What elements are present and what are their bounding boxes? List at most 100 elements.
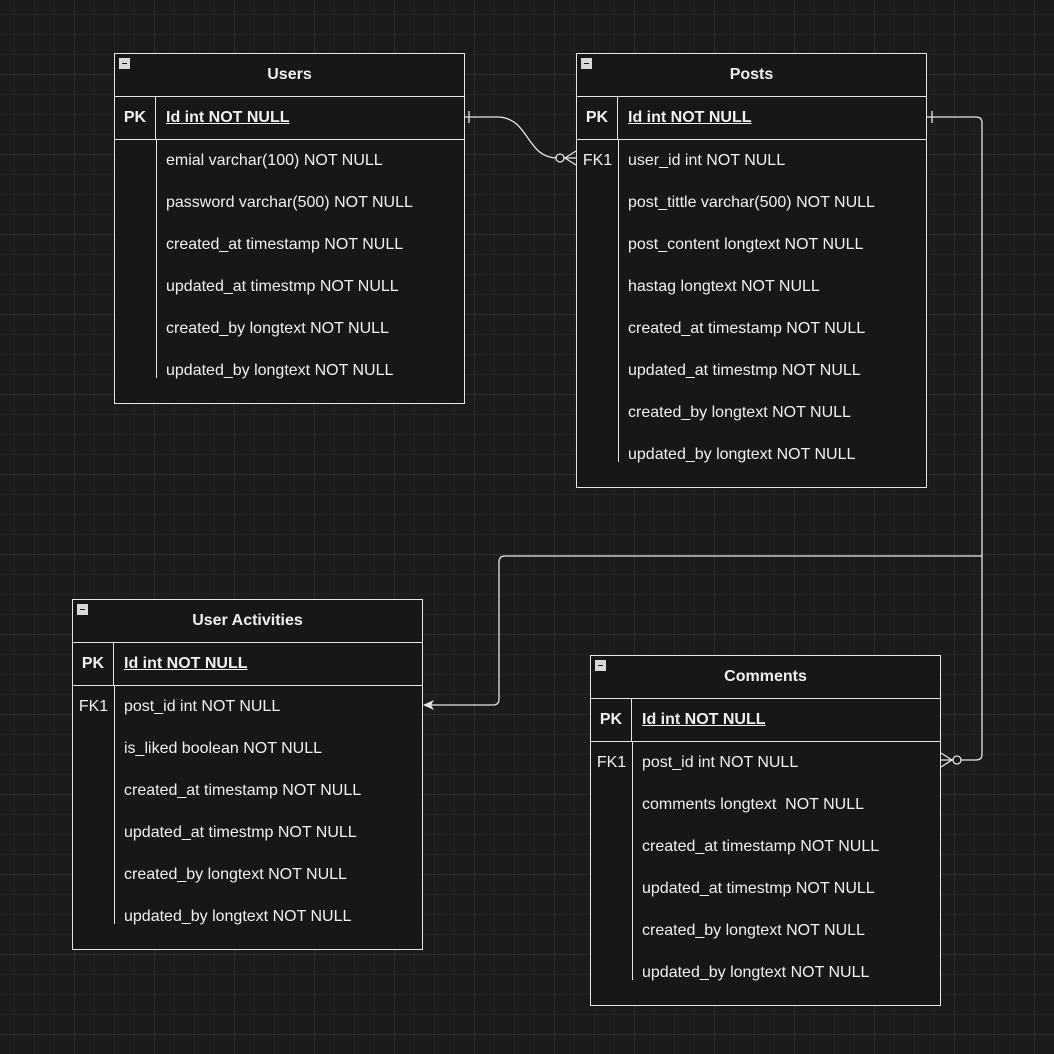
- field-name: created_by longtext NOT NULL: [628, 404, 851, 421]
- field-row[interactable]: updated_at timestmp NOT NULL: [591, 868, 940, 910]
- field-name: password varchar(500) NOT NULL: [166, 194, 413, 211]
- collapse-icon[interactable]: [77, 604, 88, 615]
- field-row[interactable]: created_at timestamp NOT NULL: [591, 826, 940, 868]
- field-name: user_id int NOT NULL: [628, 152, 786, 169]
- many-marker: [563, 150, 577, 166]
- field-name: created_by longtext NOT NULL: [124, 866, 347, 883]
- table-header: User Activities: [73, 600, 422, 643]
- field-name: created_at timestamp NOT NULL: [124, 782, 362, 799]
- field-row[interactable]: password varchar(500) NOT NULL: [115, 182, 464, 224]
- field-row[interactable]: created_by longtext NOT NULL: [115, 308, 464, 350]
- field-name: updated_by longtext NOT NULL: [642, 964, 870, 981]
- field-name: emial varchar(100) NOT NULL: [166, 152, 383, 169]
- field-row[interactable]: updated_at timestmp NOT NULL: [115, 266, 464, 308]
- collapse-icon[interactable]: [581, 58, 592, 69]
- key-label: [591, 910, 632, 952]
- key-label: FK1: [78, 698, 109, 715]
- field-list: FK1 post_id int NOT NULL is_liked boolean…: [73, 686, 422, 938]
- field-row[interactable]: created_by longtext NOT NULL: [577, 392, 926, 434]
- primary-key-row[interactable]: PK Id int NOT NULL: [577, 97, 926, 140]
- field-row[interactable]: created_by longtext NOT NULL: [591, 910, 940, 952]
- field-row[interactable]: created_by longtext NOT NULL: [73, 854, 422, 896]
- field-name: updated_by longtext NOT NULL: [628, 446, 856, 463]
- primary-key-row[interactable]: PK Id int NOT NULL: [591, 699, 940, 742]
- table-user-activities[interactable]: User Activities PK Id int NOT NULL FK1 po…: [72, 599, 423, 950]
- field-name: created_at timestamp NOT NULL: [642, 838, 880, 855]
- key-label: [577, 392, 618, 434]
- primary-key-row[interactable]: PK Id int NOT NULL: [115, 97, 464, 140]
- table-title: Users: [267, 66, 312, 83]
- key-label: [115, 266, 156, 308]
- field-name: post_id int NOT NULL: [124, 698, 281, 715]
- field-row[interactable]: created_at timestamp NOT NULL: [73, 770, 422, 812]
- field-list: emial varchar(100) NOT NULL password var…: [115, 140, 464, 392]
- key-label: PK: [115, 97, 156, 139]
- field-row[interactable]: FK1 user_id int NOT NULL: [577, 140, 926, 182]
- field-row[interactable]: created_at timestamp NOT NULL: [577, 308, 926, 350]
- collapse-icon[interactable]: [119, 58, 130, 69]
- field-row[interactable]: updated_by longtext NOT NULL: [591, 952, 940, 994]
- field-name: updated_at timestmp NOT NULL: [124, 824, 357, 841]
- key-label: [115, 350, 156, 392]
- table-header: Users: [115, 54, 464, 97]
- key-label: [115, 224, 156, 266]
- field-row[interactable]: updated_by longtext NOT NULL: [73, 896, 422, 938]
- field-name: updated_at timestmp NOT NULL: [642, 880, 875, 897]
- zero-marker: [952, 755, 962, 765]
- table-title: Posts: [729, 66, 774, 83]
- table-title: User Activities: [192, 612, 303, 629]
- field-row[interactable]: is_liked boolean NOT NULL: [73, 728, 422, 770]
- key-label: [577, 224, 618, 266]
- key-label: [577, 308, 618, 350]
- field-name: comments longtext NOT NULL: [642, 796, 865, 813]
- key-label: [577, 434, 618, 476]
- field-name: post_content longtext NOT NULL: [628, 236, 864, 253]
- field-row[interactable]: emial varchar(100) NOT NULL: [115, 140, 464, 182]
- field-name: created_at timestamp NOT NULL: [628, 320, 866, 337]
- field-row[interactable]: post_content longtext NOT NULL: [577, 224, 926, 266]
- users-posts-relationship: [465, 116, 576, 159]
- key-label: [591, 784, 632, 826]
- arrow-head: [423, 700, 434, 710]
- table-header: Posts: [577, 54, 926, 97]
- field-row[interactable]: updated_by longtext NOT NULL: [115, 350, 464, 392]
- key-label: [577, 350, 618, 392]
- field-row[interactable]: hastag longtext NOT NULL: [577, 266, 926, 308]
- field-name: created_at timestamp NOT NULL: [166, 236, 404, 253]
- field-name: Id int NOT NULL: [628, 109, 752, 126]
- key-label: [591, 868, 632, 910]
- field-name: updated_by longtext NOT NULL: [166, 362, 394, 379]
- field-name: hastag longtext NOT NULL: [628, 278, 820, 295]
- collapse-icon[interactable]: [595, 660, 606, 671]
- table-users[interactable]: Users PK Id int NOT NULL emial varchar(1…: [114, 53, 465, 404]
- key-label: PK: [73, 643, 114, 685]
- table-title: Comments: [724, 668, 807, 685]
- primary-key-row[interactable]: PK Id int NOT NULL: [73, 643, 422, 686]
- field-name: Id int NOT NULL: [642, 711, 766, 728]
- field-row[interactable]: updated_at timestmp NOT NULL: [73, 812, 422, 854]
- key-label: PK: [591, 699, 632, 741]
- field-row[interactable]: updated_at timestmp NOT NULL: [577, 350, 926, 392]
- field-row[interactable]: post_tittle varchar(500) NOT NULL: [577, 182, 926, 224]
- field-row[interactable]: comments longtext NOT NULL: [591, 784, 940, 826]
- key-label: [73, 812, 114, 854]
- field-name: updated_at timestmp NOT NULL: [628, 362, 861, 379]
- field-name: Id int NOT NULL: [166, 109, 290, 126]
- field-list: FK1 user_id int NOT NULL post_tittle varc…: [577, 140, 926, 476]
- key-label: [73, 728, 114, 770]
- key-label: [591, 952, 632, 994]
- field-row[interactable]: created_at timestamp NOT NULL: [115, 224, 464, 266]
- table-header: Comments: [591, 656, 940, 699]
- field-row[interactable]: updated_by longtext NOT NULL: [577, 434, 926, 476]
- table-posts[interactable]: Posts PK Id int NOT NULL FK1 user_id int …: [576, 53, 927, 488]
- field-row[interactable]: FK1 post_id int NOT NULL: [73, 686, 422, 728]
- field-name: created_by longtext NOT NULL: [642, 922, 865, 939]
- zero-marker: [555, 153, 565, 163]
- key-label: [577, 182, 618, 224]
- field-name: Id int NOT NULL: [124, 655, 248, 672]
- field-name: post_id int NOT NULL: [642, 754, 799, 771]
- key-label: FK1: [582, 152, 613, 169]
